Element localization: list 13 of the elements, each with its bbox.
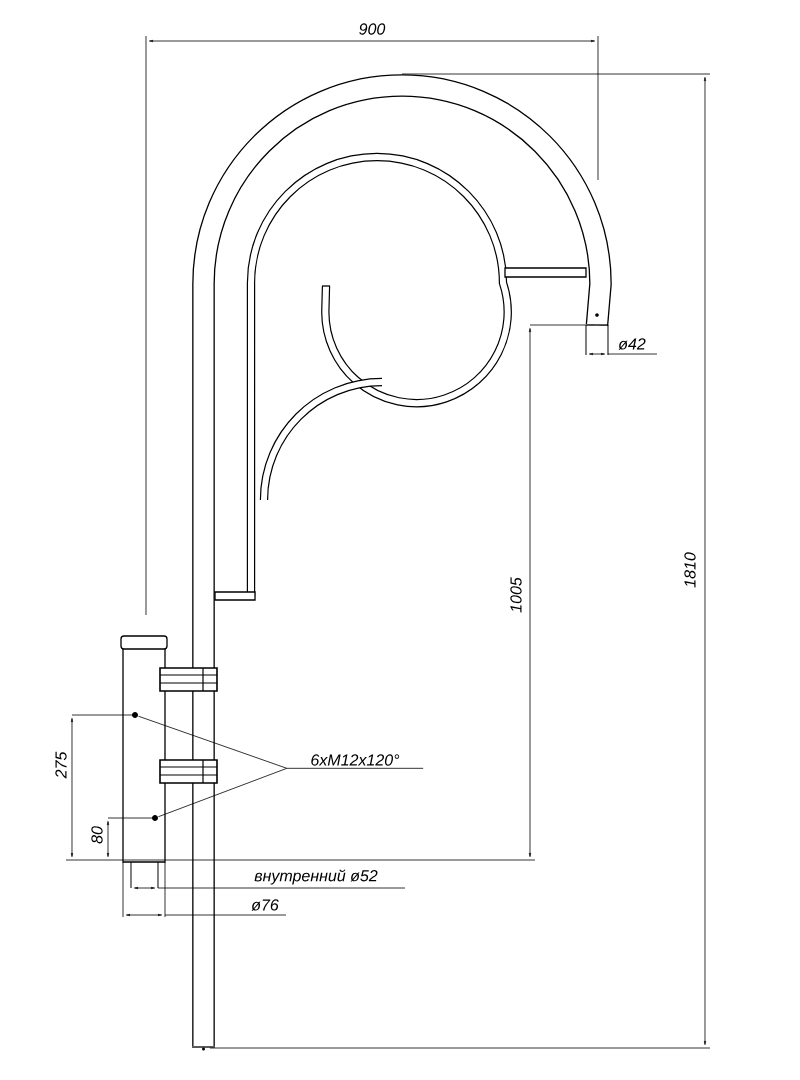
bolt-point xyxy=(132,712,138,718)
dimension-label: 275 xyxy=(55,751,67,779)
dimension-label: 900 xyxy=(359,23,386,35)
dimension-label: внутренний ø52 xyxy=(254,869,378,885)
dimension-label: 80 xyxy=(91,826,103,844)
callout-text: 6xM12x120° xyxy=(286,754,424,769)
dimension-label: 1005 xyxy=(510,577,522,613)
bolt-point xyxy=(152,815,158,821)
dimension-label: ø76 xyxy=(251,899,279,911)
dimension-label: ø42 xyxy=(618,338,646,350)
leader-line xyxy=(138,715,288,769)
dimension-label: 1810 xyxy=(684,552,696,588)
leader-line xyxy=(158,767,288,818)
